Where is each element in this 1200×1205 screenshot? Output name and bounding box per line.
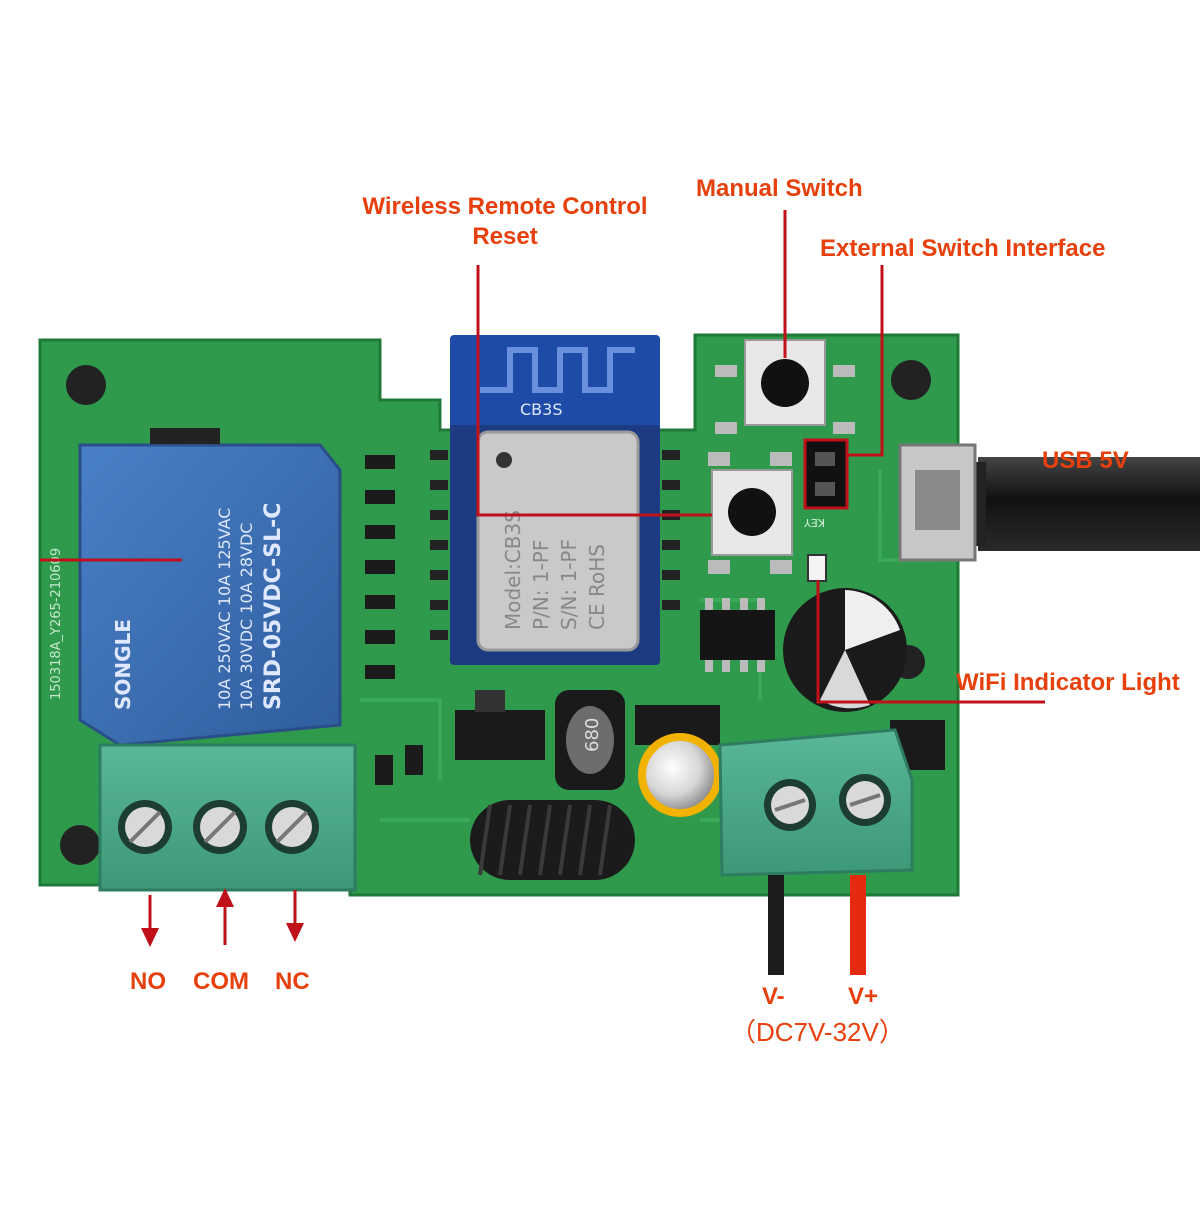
module-pn: P/N: 1-PF: [529, 540, 553, 630]
wifi-indicator-led: [807, 554, 827, 582]
terminal-screw-v-minus: [764, 779, 816, 831]
label-v-minus: V-: [762, 983, 785, 1010]
wifi-light-leader: [816, 580, 1045, 704]
callout-lines: [40, 210, 1045, 704]
module-label: CB3S: [520, 400, 562, 419]
label-wireless-reset: Wireless Remote Control Reset: [362, 193, 648, 250]
label-external-switch: External Switch Interface: [820, 235, 1106, 262]
arrow-nc: [286, 890, 304, 942]
relay-terminal-block: [98, 743, 357, 892]
power-wires: [768, 875, 866, 975]
micro-usb-port: [898, 443, 977, 562]
terminal-arrows: [141, 888, 304, 947]
usb-cable: [968, 457, 1200, 551]
label-manual-switch: Manual Switch: [696, 175, 863, 202]
module-sn: S/N: 1-PF: [557, 539, 581, 630]
module-marks: CE RoHS: [585, 544, 609, 630]
pcb-code: 150318A_Y265-210609: [49, 548, 64, 700]
terminal-screw-no: [118, 800, 172, 854]
key-label: KEY: [804, 516, 825, 529]
module-model: Model:CB3S: [501, 510, 525, 630]
label-usb: USB 5V: [1042, 447, 1129, 474]
label-v-plus: V+: [848, 983, 879, 1010]
label-nc: NC: [275, 968, 310, 995]
arrow-com: [216, 888, 234, 945]
terminal-screw-nc: [265, 800, 319, 854]
relay: SONGLE 10A 250VAC 10A 125VAC 10A 30VDC 1…: [78, 428, 342, 747]
electrolytic-capacitor: [783, 588, 907, 712]
external-switch-highlight: [803, 438, 849, 510]
label-wifi-light: WiFi Indicator Light: [956, 669, 1180, 696]
smd-components: [365, 455, 423, 785]
label-no: NO: [130, 968, 166, 995]
external-switch-leader: [847, 265, 884, 457]
relay-model: SRD-05VDC-SL-C: [261, 503, 286, 710]
power-terminal-block: [718, 728, 914, 877]
terminal-screw-com: [193, 800, 247, 854]
wireless-reset-leader: [476, 265, 712, 517]
external-switch-header: KEY: [804, 440, 847, 529]
terminal-screw-v-plus: [839, 774, 891, 826]
label-voltage-range: （DC7V-32V）: [730, 1017, 905, 1047]
reset-button: [708, 452, 793, 574]
label-com: COM: [193, 968, 249, 995]
power-components: 680: [455, 690, 722, 817]
arrow-no: [141, 895, 159, 947]
relay-brand: SONGLE: [111, 619, 135, 710]
relay-rating-1: 10A 250VAC 10A 125VAC: [215, 508, 234, 710]
ic-chip: [700, 598, 775, 672]
spring-antenna: [470, 800, 635, 880]
inductor-code: 680: [582, 718, 603, 752]
wifi-module: CB3S Model:CB3S P/N: 1-PF S/N: 1-PF CE R…: [430, 335, 680, 665]
relay-rating-2: 10A 30VDC 10A 28VDC: [237, 523, 256, 710]
